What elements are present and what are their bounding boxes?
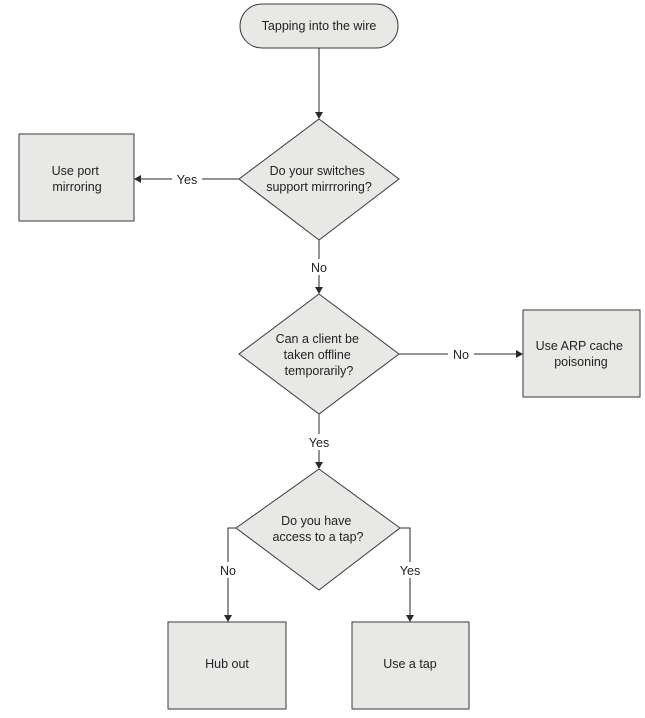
node-start: Tapping into the wire bbox=[239, 3, 399, 49]
node-hub-out: Hub out bbox=[167, 621, 287, 710]
arrowhead bbox=[315, 112, 323, 119]
process-box bbox=[351, 621, 470, 710]
edge-label-mirroring-no: No bbox=[311, 261, 327, 275]
arrowhead bbox=[315, 287, 323, 294]
arrowhead bbox=[224, 615, 232, 622]
node-use-port-mirroring-label: Use port mirroring bbox=[52, 164, 103, 194]
decision-diamond bbox=[238, 293, 400, 415]
arrowhead bbox=[516, 350, 523, 358]
edge-tap-yes bbox=[400, 527, 411, 615]
process-box bbox=[167, 621, 287, 710]
node-q-client-offline-label: Can a client be taken offline temporaril… bbox=[276, 332, 363, 378]
process-box bbox=[522, 309, 641, 398]
node-use-port-mirroring: Use port mirroring bbox=[18, 133, 135, 222]
node-q-mirroring: Do your switches support mirrroring? bbox=[238, 118, 400, 241]
arrowhead bbox=[134, 175, 141, 183]
edge-label-tap-yes: Yes bbox=[400, 564, 420, 578]
terminal-shape bbox=[239, 3, 399, 49]
edge-label-mirroring-yes: Yes bbox=[177, 173, 197, 187]
node-q-tap: Do you have access to a tap? bbox=[235, 468, 401, 591]
edge-label-tap-no: No bbox=[220, 564, 236, 578]
node-use-arp-label: Use ARP cache poisoning bbox=[536, 339, 627, 369]
node-start-label: Tapping into the wire bbox=[262, 19, 377, 33]
arrowhead bbox=[315, 462, 323, 469]
node-q-client-offline: Can a client be taken offline temporaril… bbox=[238, 293, 400, 415]
node-q-mirroring-label: Do your switches support mirrroring? bbox=[266, 164, 372, 194]
arrowhead bbox=[406, 615, 414, 622]
node-use-tap-label: Use a tap bbox=[383, 657, 437, 671]
edges bbox=[134, 48, 523, 622]
node-use-arp: Use ARP cache poisoning bbox=[522, 309, 641, 398]
node-hub-out-label: Hub out bbox=[205, 657, 249, 671]
edge-label-client-yes: Yes bbox=[309, 436, 329, 450]
edge-label-client-no: No bbox=[453, 348, 469, 362]
decision-diamond bbox=[238, 118, 400, 241]
node-use-tap: Use a tap bbox=[351, 621, 470, 710]
nodes: Tapping into the wire Do your switches s… bbox=[18, 3, 641, 710]
decision-diamond bbox=[235, 468, 401, 591]
edge-labels: Yes No No Yes No Yes bbox=[172, 171, 474, 578]
node-q-tap-label: Do you have access to a tap? bbox=[272, 514, 363, 544]
process-box bbox=[18, 133, 135, 222]
edge-tap-no bbox=[227, 527, 236, 615]
